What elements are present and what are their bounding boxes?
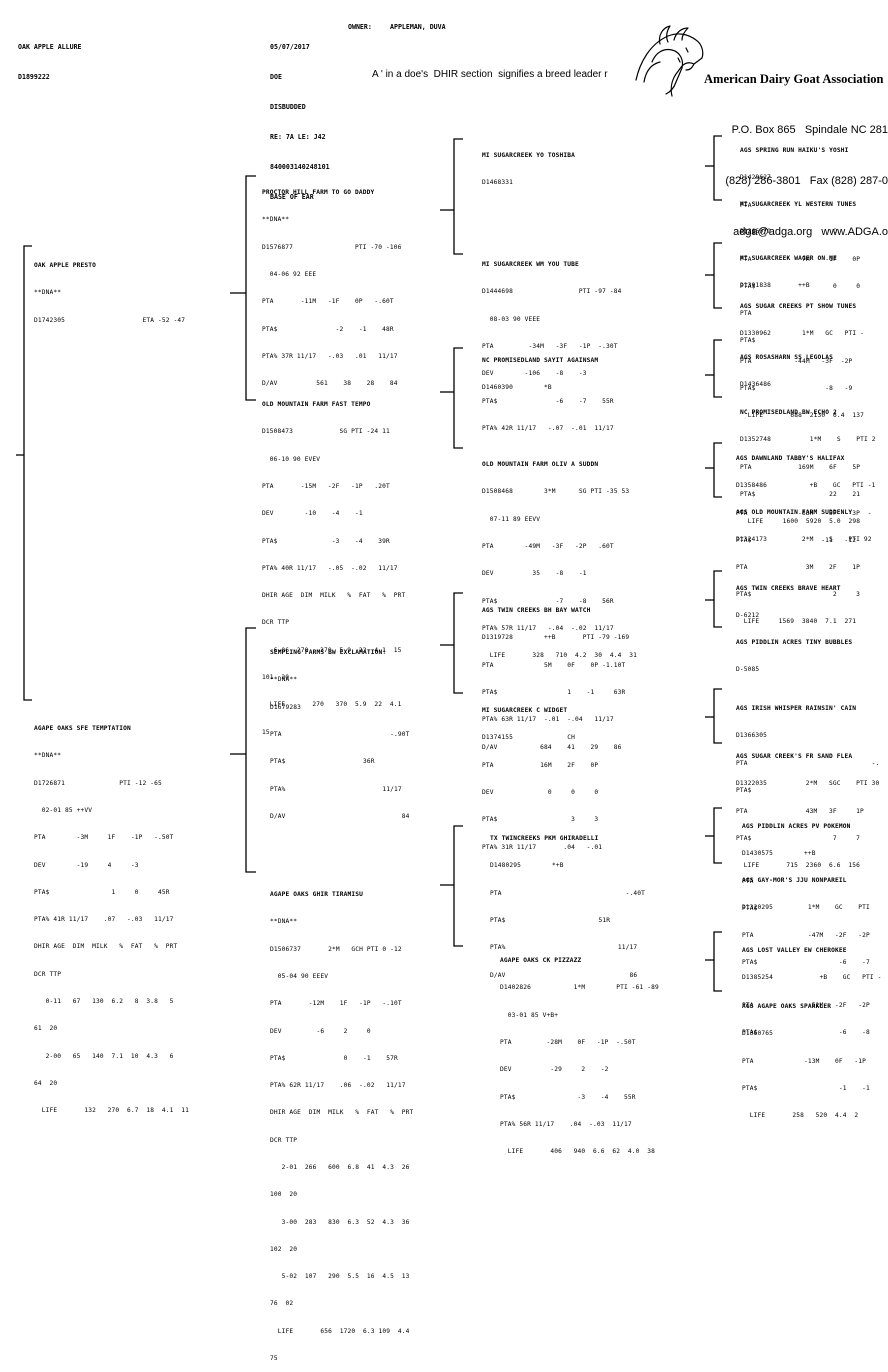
ggp-block-3: MI SUGARCREEK WAGER ON ME D1391838 ++B P… (740, 255, 837, 345)
ggp-block-4: AGS SUGAR CREEKS PT SHOW TUNES D1330962 … (740, 303, 865, 420)
sire-name: OAK APPLE PRESTO (34, 262, 97, 270)
ggp-block-12: AGS SUGAR CREEK'S FR SAND FLEA D1322035 … (736, 753, 880, 870)
sex: DOE (270, 73, 282, 81)
dam-sire-dam-block: MI SUGARCREEK C WIDGET D1374155 CH PTA 1… (482, 707, 603, 851)
sire-sire-name: PROCTOR HILL FARM TO GO DADDY (262, 189, 375, 197)
ggp-block-1: AGS SPRING RUN HAIKU'S YOSHI D1429627 PT… (740, 147, 849, 237)
dam-dam-block: AGAPE OAKS GHIR TIRAMISU **DNA** D150673… (270, 891, 414, 1362)
sire-sire-block: PROCTOR HILL FARM TO GO DADDY **DNA** D1… (262, 189, 402, 388)
microchip-location: BASE OF EAR (270, 193, 314, 201)
sire-dam-sire-block: NC PROMISEDLAND SAYIT AGAINSAM D1460390 … (482, 357, 599, 392)
sire-sire-dam-block: MI SUGARCREEK WM YOU TUBE D1444698 PTI -… (482, 261, 622, 432)
association-web: adga@adga.org www.ADGA.o (733, 226, 888, 238)
association-name: American Dairy Goat Association (704, 72, 884, 86)
sire-dam-name: OLD MOUNTAIN FARM FAST TEMPO (262, 401, 371, 409)
ggp-block-9: AGS TWIN CREEKS BRAVE HEART D-6212 (736, 585, 841, 620)
association-block: American Dairy Goat Association P.O. Box… (704, 36, 888, 258)
ggp-block-13: AGS PIDDLIN ACRES PV POKEMON D1430575 ++… (742, 823, 851, 913)
ggp-block-15: AGS LOST VALLEY EW CHEROKEE D1385254 +B … (742, 947, 882, 1037)
animal-id: D1899222 (18, 73, 50, 81)
horn-status: DISBUDDED (270, 103, 306, 111)
registration-details: 05/07/2017 DOE DISBUDDED RE: 7A LE: J42 … (270, 22, 330, 212)
animal-name: OAK APPLE ALLURE (18, 43, 82, 51)
sire-sire-sire-block: MI SUGARCREEK YO TOSHIBA D1468331 (482, 152, 576, 187)
sire-block: OAK APPLE PRESTO **DNA** D1742305 ETA -5… (34, 262, 186, 324)
goat-heads-logo-icon (635, 25, 704, 97)
dam-sire-sire-block: AGS TWIN CREEKS BH BAY WATCH D1319728 ++… (482, 607, 630, 751)
ggp-block-14: AGS GAY-MOR'S JJU NONPAREIL D1320295 1*M… (742, 877, 870, 967)
animal-header: OAK APPLE ALLURE D1899222 (18, 22, 82, 92)
dam-sire-name: SEMPLING FARMS BW EXCLAMATION! (270, 649, 387, 657)
dam-name: AGAPE OAKS SFE TEMPTATION (34, 725, 131, 733)
ggp-block-10: AGS PIDDLIN ACRES TINY BUBBLES D-5085 (736, 639, 853, 674)
ggp-block-8: AGS OLD MOUNTAIN FARM SUDDENLY D1324173 … (736, 509, 872, 626)
sire-dam-dam-block: OLD MOUNTAIN FARM OLIV A SUDDN D1508468 … (482, 461, 638, 660)
ggp-block-11: AGS IRISH WHISPER RAINSIN' CAIN D1366305… (736, 705, 880, 795)
association-address: P.O. Box 865 Spindale NC 281 (731, 124, 888, 136)
dam-dam-sire-block: TX TWINCREEKS PKM GHIRADELLI D1480295 *+… (490, 835, 646, 979)
ggp-block-6: NC PROMISEDLAND BW ECHO 2 D1352748 1*M S… (740, 409, 876, 526)
ggp-block-16: AGS AGAPE OAKS SPARKLER D1360765 PTA -13… (742, 1003, 870, 1120)
association-phone: (828) 286-3801 Fax (828) 287-0 (725, 175, 888, 187)
owner-label: OWNER: (348, 23, 372, 31)
dam-dam-name: AGAPE OAKS GHIR TIRAMISU (270, 891, 364, 899)
dam-dam-dam-block: AGAPE OAKS CK PIZZAZZ D1402826 1*M PTI -… (500, 957, 659, 1156)
registration-date: 05/07/2017 (270, 43, 310, 51)
ggp-block-2: MI SUGARCREEK YL WESTERN TUNES D1366979 … (740, 201, 861, 291)
dam-sire-block: SEMPLING FARMS BW EXCLAMATION! **DNA** D… (270, 649, 410, 820)
ggp-block-7: AGS DAWNLAND TABBY'S HALIFAX D1358486 +B… (736, 455, 876, 545)
microchip-number: 840003140248101 (270, 163, 330, 171)
ggp-block-5: AGS ROSASHARN SS LEGOLAS D1436486 (740, 354, 834, 389)
owner-name: APPLEMAN, DUVA (390, 23, 446, 31)
tattoo: RE: 7A LE: J42 (270, 133, 326, 141)
sire-dam-block: OLD MOUNTAIN FARM FAST TEMPO D1508473 SG… (262, 401, 406, 736)
breed-leader-note: A ' in a doe's DHIR section signifies a … (372, 69, 608, 80)
dam-block: AGAPE OAKS SFE TEMPTATION **DNA** D17268… (34, 725, 190, 1115)
pedigree-connector-lines (16, 135, 722, 992)
